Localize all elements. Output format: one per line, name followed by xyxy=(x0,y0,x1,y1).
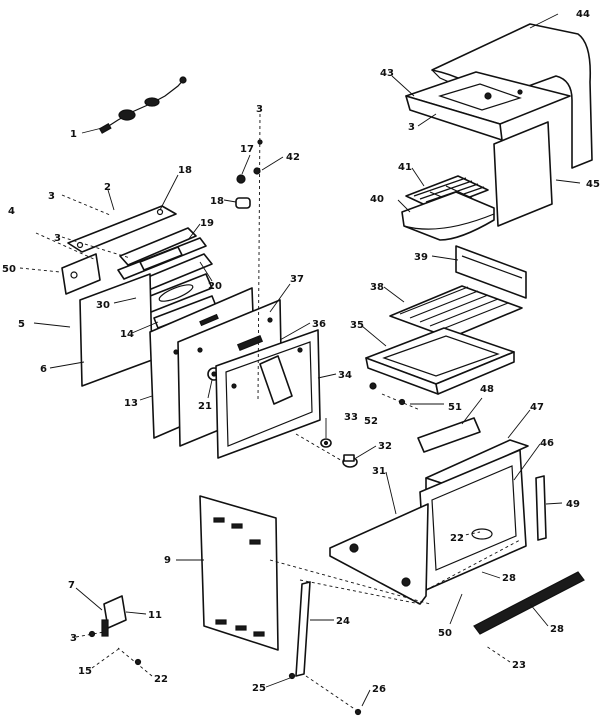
part-6-side-panel xyxy=(79,273,153,387)
callout-21: 21 xyxy=(198,401,212,412)
callout-28: 28 xyxy=(550,624,564,635)
callout-15: 15 xyxy=(78,666,92,677)
callout-35: 35 xyxy=(350,320,364,331)
callout-41: 41 xyxy=(398,162,412,173)
callout-24: 24 xyxy=(336,616,350,627)
callout-49: 49 xyxy=(566,499,580,510)
part-32-knob xyxy=(342,454,358,468)
callout-19: 19 xyxy=(200,218,214,229)
part-50-side-brace xyxy=(61,253,101,295)
leader-lines xyxy=(19,13,581,711)
callout-3: 3 xyxy=(408,122,415,133)
callout-5: 5 xyxy=(18,319,25,330)
callout-31: 31 xyxy=(372,466,386,477)
callout-26: 26 xyxy=(372,684,386,695)
callout-6: 6 xyxy=(40,364,47,375)
callout-36: 36 xyxy=(312,319,326,330)
callout-52: 52 xyxy=(364,416,378,427)
callout-43: 43 xyxy=(380,68,394,79)
part-17-fastener xyxy=(235,139,263,209)
callout-42: 42 xyxy=(286,152,300,163)
callout-4: 4 xyxy=(8,206,15,217)
part-34-control-panel xyxy=(215,329,321,459)
part-19-burner-bracket xyxy=(117,227,207,280)
callout-1: 1 xyxy=(70,129,77,140)
callout-3: 3 xyxy=(70,633,77,644)
callout-11: 11 xyxy=(148,610,162,621)
callout-44: 44 xyxy=(576,9,590,20)
callout-9: 9 xyxy=(164,555,171,566)
callout-48: 48 xyxy=(480,384,494,395)
callout-47: 47 xyxy=(530,402,544,413)
part-48-gasket xyxy=(417,417,481,453)
callout-45: 45 xyxy=(586,179,600,190)
part-35-oven-bottom xyxy=(365,327,515,395)
callout-51: 51 xyxy=(448,402,462,413)
part-46-door-inner xyxy=(419,449,527,591)
part-25-screw xyxy=(88,630,362,716)
callout-labels: 1 2 3 3 3 3 3 4 5 6 7 9 11 13 14 15 17 1… xyxy=(2,9,600,695)
callout-50: 50 xyxy=(438,628,452,639)
callout-7: 7 xyxy=(68,580,75,591)
callout-13: 13 xyxy=(124,398,138,409)
callout-39: 39 xyxy=(414,252,428,263)
part-45-back-panel xyxy=(493,121,553,227)
callout-18: 18 xyxy=(178,165,192,176)
callout-14: 14 xyxy=(120,329,134,340)
part-1-wire-harness xyxy=(98,76,187,134)
callout-34: 34 xyxy=(338,370,352,381)
callout-40: 40 xyxy=(370,194,384,205)
part-52-screw xyxy=(369,382,406,406)
part-39-rack-back xyxy=(455,245,527,299)
callout-38: 38 xyxy=(370,282,384,293)
callout-25: 25 xyxy=(252,683,266,694)
part-24-vertical-strip xyxy=(295,581,311,677)
part-40-broiler-pan xyxy=(401,191,495,241)
callout-46: 46 xyxy=(540,438,554,449)
callout-33: 33 xyxy=(344,412,358,423)
part-49-side-strip xyxy=(535,475,547,541)
callout-17: 17 xyxy=(240,144,254,155)
part-28-kick-strip xyxy=(473,571,585,635)
callout-50: 50 xyxy=(2,264,16,275)
part-11-small-bracket xyxy=(101,595,127,637)
callout-20: 20 xyxy=(208,281,222,292)
callout-30: 30 xyxy=(96,300,110,311)
callout-32: 32 xyxy=(378,441,392,452)
callout-3: 3 xyxy=(256,104,263,115)
part-9-side-panel xyxy=(199,495,279,651)
callout-2: 2 xyxy=(104,182,111,193)
callout-23: 23 xyxy=(512,660,526,671)
part-38-oven-rack xyxy=(389,285,523,339)
callout-22: 22 xyxy=(450,533,464,544)
callout-22: 22 xyxy=(154,674,168,685)
callout-3: 3 xyxy=(48,191,55,202)
part-33-spacer xyxy=(320,438,332,448)
part-43-burner-box xyxy=(405,71,571,141)
callout-18: 18 xyxy=(210,196,224,207)
callout-3: 3 xyxy=(54,233,61,244)
callout-28: 28 xyxy=(502,573,516,584)
part-31-bottom-plate xyxy=(329,503,429,605)
callout-37: 37 xyxy=(290,274,304,285)
